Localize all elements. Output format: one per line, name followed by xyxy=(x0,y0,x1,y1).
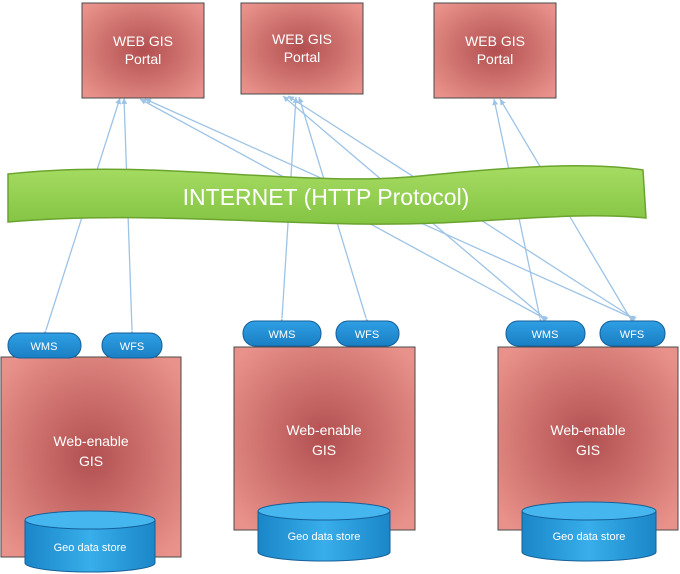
gis-server-3: Web-enable GIS xyxy=(497,346,679,531)
wms-label: WMS xyxy=(269,329,296,341)
internet-label: INTERNET (HTTP Protocol) xyxy=(183,184,470,210)
portal-label-line1: WEB GIS xyxy=(272,31,332,47)
server-label-line2: GIS xyxy=(576,442,600,458)
wms-service-1: WMS xyxy=(7,332,82,359)
wfs-label: WFS xyxy=(120,341,144,353)
wms-service-3: WMS xyxy=(505,320,586,347)
geo-data-store-3: Geo data store xyxy=(521,501,657,562)
portal-label-line2: Portal xyxy=(477,51,514,67)
geo-data-store-label: Geo data store xyxy=(54,542,127,554)
portal-label-line2: Portal xyxy=(284,49,321,65)
server-label-line1: Web-enable xyxy=(286,422,361,438)
portal-label-line1: WEB GIS xyxy=(465,33,525,49)
portal-box-2: WEB GIS Portal xyxy=(240,2,364,95)
portal-label-line2: Portal xyxy=(125,51,162,67)
wms-service-2: WMS xyxy=(242,320,322,347)
portal-box-3: WEB GIS Portal xyxy=(433,2,557,99)
server-label-line1: Web-enable xyxy=(550,422,625,438)
internet-banner: INTERNET (HTTP Protocol) xyxy=(7,165,647,225)
portal-box-1: WEB GIS Portal xyxy=(81,2,205,99)
wfs-service-3: WFS xyxy=(599,320,666,347)
gis-server-2: Web-enable GIS xyxy=(233,346,416,531)
server-label-line2: GIS xyxy=(312,442,336,458)
wms-label: WMS xyxy=(532,329,559,341)
portal-label-line1: WEB GIS xyxy=(113,33,173,49)
geo-data-store-1: Geo data store xyxy=(24,510,156,573)
wfs-service-2: WFS xyxy=(335,320,400,347)
server-label-line2: GIS xyxy=(79,453,103,469)
wfs-label: WFS xyxy=(620,329,644,341)
server-label-line1: Web-enable xyxy=(53,433,128,449)
wfs-service-1: WFS xyxy=(101,332,163,359)
geo-data-store-label: Geo data store xyxy=(288,531,361,543)
geo-data-store-2: Geo data store xyxy=(257,501,391,562)
geo-data-store-label: Geo data store xyxy=(553,531,626,543)
wfs-label: WFS xyxy=(355,329,379,341)
wms-label: WMS xyxy=(31,341,58,353)
